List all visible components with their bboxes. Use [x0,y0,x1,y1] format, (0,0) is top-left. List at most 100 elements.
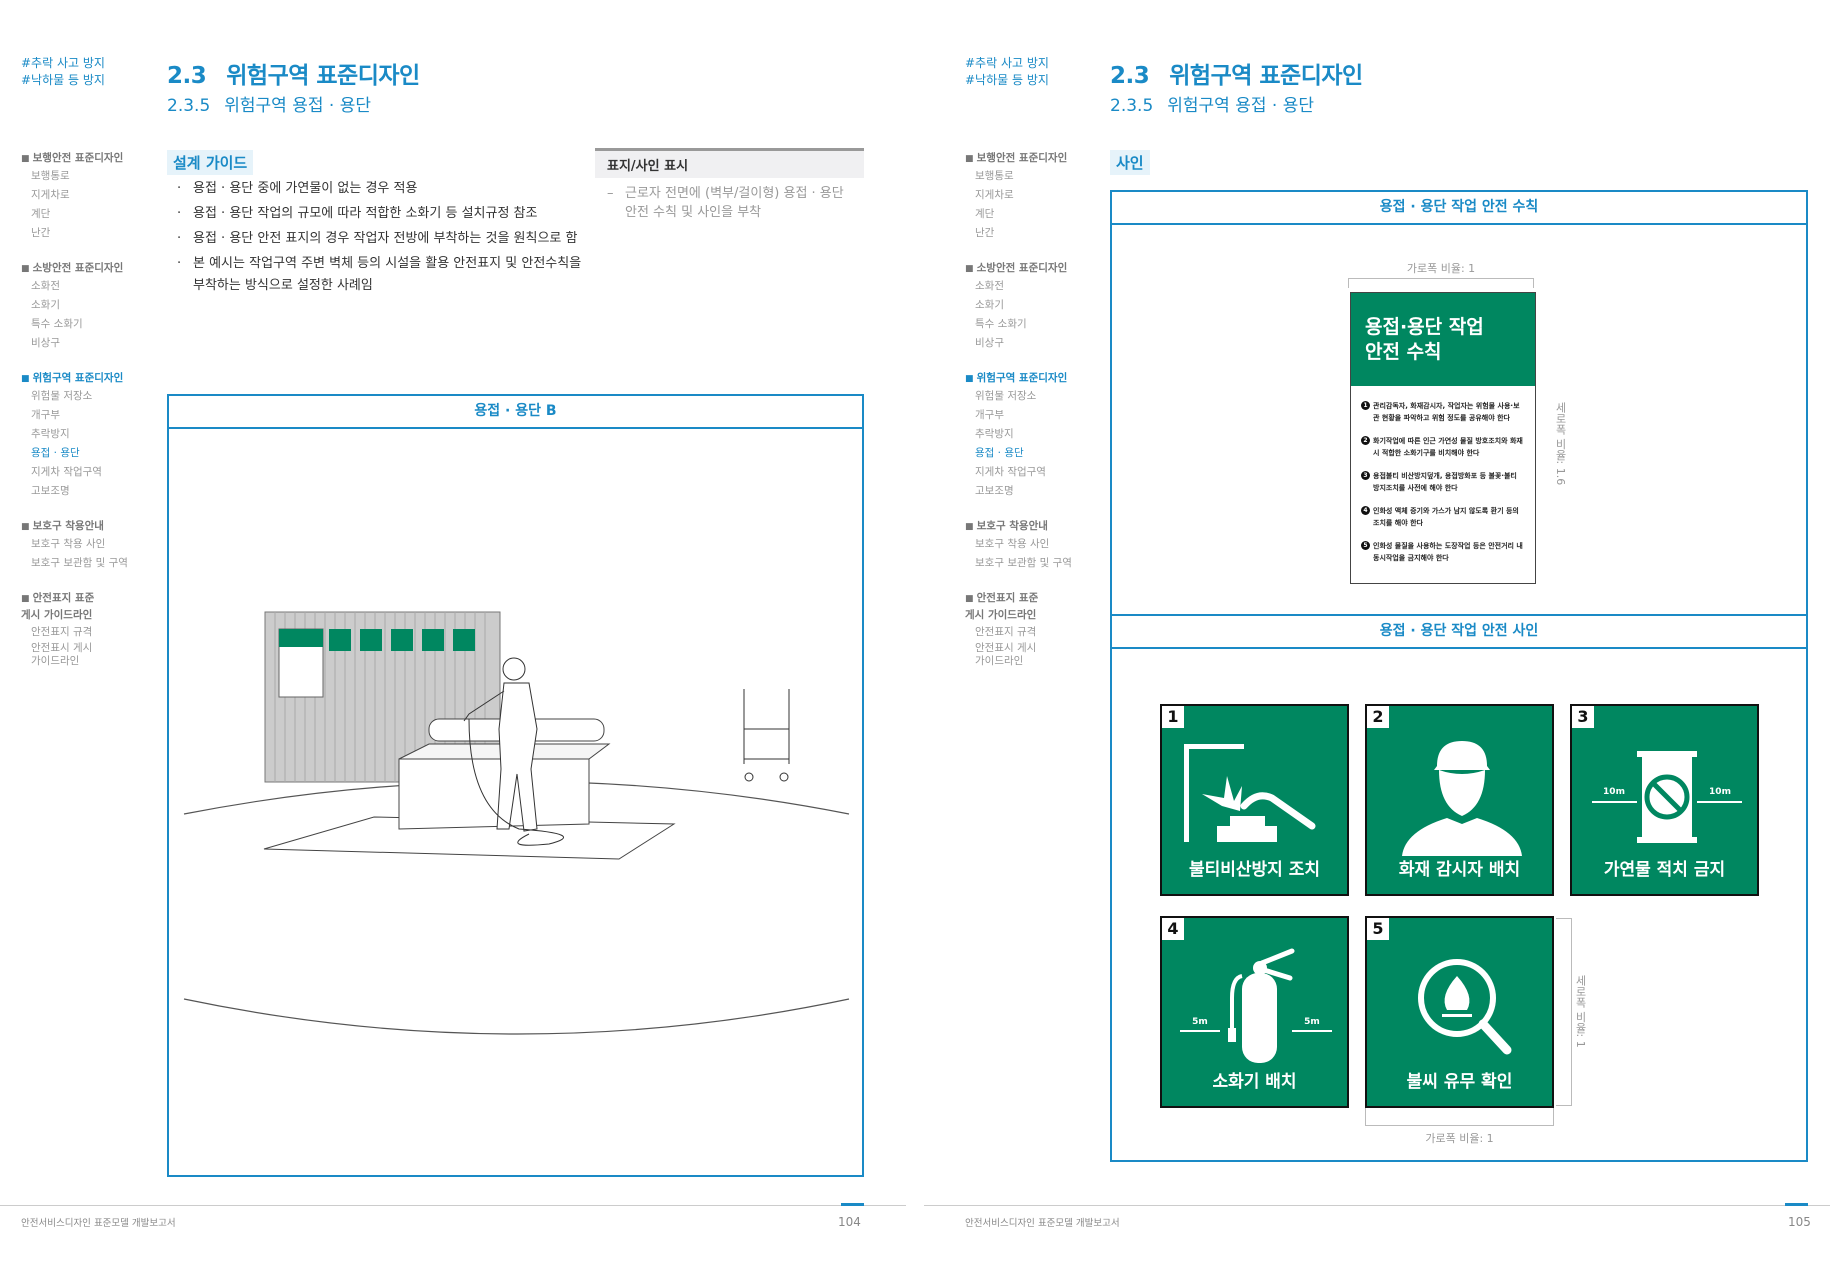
rule-text: 용접불티 비산방지덮개, 용접방화포 등 불꽃·불티 방지조치를 사전에 해야 … [1373,472,1517,492]
sidebar-group[interactable]: 위험구역 표준디자인 [965,370,1095,387]
sidebar-item[interactable]: 안전표지 규격 [31,626,93,638]
sidebar-item[interactable]: 추락방지 [31,428,70,440]
footer-doc-title: 안전서비스디자인 표준모델 개발보고서 [21,1218,176,1229]
sidebar-item[interactable]: 고보조명 [31,485,70,497]
sidebar-group[interactable]: 보행안전 표준디자인 [21,150,151,167]
bullet: 용접 · 용단 안전 표지의 경우 작업자 전방에 부착하는 것을 원칙으로 함 [167,226,592,251]
rule-text: 인화성 액체 증기와 가스가 남지 않도록 환기 등의 조치를 해야 한다 [1373,507,1519,527]
footer-divider [924,1205,1830,1206]
sidebar-item[interactable]: 위험물 저장소 [975,390,1037,402]
sidebar-group[interactable]: 보행안전 표준디자인 [965,150,1095,167]
sign-number: 5 [1367,918,1389,940]
sidebar-item[interactable]: 안전표지 규격 [975,626,1037,638]
sidebar-item[interactable]: 안전표시 게시 가이드라인 [975,642,1037,667]
page-marker [1785,1203,1808,1206]
sidebar-item[interactable]: 위험물 저장소 [31,390,93,402]
sidebar-item[interactable]: 소화전 [31,280,60,292]
sidebar-item[interactable]: 용접 · 용단 [975,447,1024,459]
footer-doc-title: 안전서비스디자인 표준모델 개발보고서 [965,1218,1120,1229]
tag: #추락 사고 방지 [965,56,1049,70]
sidebar-item[interactable]: 비상구 [31,337,60,349]
section-number: 2.3 [1110,63,1150,89]
sidebar-item[interactable]: 보행통로 [975,170,1014,182]
page-marker [841,1203,864,1206]
wall [264,611,501,783]
welding-scene-illustration [183,611,850,1035]
rule-text: 관리감독자, 화재감시자, 작업자는 위험물 사용·보관 현황을 파악하고 위험… [1373,402,1520,422]
bullet: 용접 · 용단 작업의 규모에 따라 적합한 소화기 등 설치규정 참조 [167,201,592,226]
section-title: 위험구역 표준디자인 [226,63,420,89]
sidebar-item[interactable]: 지게차 작업구역 [975,466,1046,478]
sidebar-item[interactable]: 보호구 착용 사인 [975,538,1050,550]
sidebar-item[interactable]: 계단 [975,208,995,220]
bullet: 용접 · 용단 중에 가연물이 없는 경우 적용 [167,176,592,201]
sidebar-group[interactable]: 보호구 착용안내 [21,518,151,535]
sidebar-item[interactable]: 난간 [31,227,51,239]
sidebar-item[interactable]: 특수 소화기 [31,318,83,330]
sidebar-group[interactable]: 안전표지 표준 게시 가이드라인 [965,590,1095,623]
width-ratio: 가로폭 비율: 1 [1406,262,1476,275]
sidebar-item[interactable]: 고보조명 [975,485,1014,497]
sidebar-group[interactable]: 소방안전 표준디자인 [21,260,151,277]
fire-search-icon [1418,959,1512,1055]
sidebar-item[interactable]: 보호구 보관함 및 구역 [975,557,1072,569]
signs-title: 용접 · 용단 작업 안전 사인 [1112,616,1806,649]
sidebar-group[interactable]: 보호구 착용안내 [965,518,1095,535]
sign-number: 4 [1162,918,1184,940]
sidebar-item[interactable]: 보호구 보관함 및 구역 [31,557,128,569]
sidebar-item[interactable]: 개구부 [975,409,1004,421]
sign-label: 불씨 유무 확인 [1406,1072,1513,1092]
sidebar-item[interactable]: 안전표시 게시 가이드라인 [31,642,93,667]
sidebar-item[interactable]: 지게차로 [975,189,1014,201]
diagram-box: 용접 · 용단 B [167,394,864,1177]
sidebar-item[interactable]: 보호구 착용 사인 [31,538,106,550]
sign-number: 2 [1367,706,1389,728]
bullet: 본 예시는 작업구역 주변 벽체 등의 시설을 활용 안전표지 및 안전수칙을 … [167,253,592,297]
rule-number-icon: 2 [1361,436,1370,445]
height-ratio: 세로폭 비율: 1.6 [1554,402,1567,486]
sign-label: 불티비산방지 조치 [1188,860,1321,880]
sign-label: 소화기 배치 [1212,1072,1297,1092]
page-number: 105 [1788,1215,1811,1229]
sidebar-item[interactable]: 보행통로 [31,170,70,182]
subsection-number: 2.3.5 [1110,96,1154,116]
sidebar-item[interactable]: 용접 · 용단 [31,447,80,459]
sidebar-item[interactable]: 추락방지 [975,428,1014,440]
sidebar-item[interactable]: 지게차로 [31,189,70,201]
sidebar-item[interactable]: 소화기 [975,299,1004,311]
rule-text: 화기작업에 따른 인근 가연성 물질 방호조치와 화재 시 적합한 소화기구를 … [1373,437,1523,457]
sidebar-item[interactable]: 난간 [975,227,995,239]
sidebar-item[interactable]: 소화기 [31,299,60,311]
sidebar-item[interactable]: 개구부 [31,409,60,421]
subsection-title: 위험구역 용접 · 용단 [1167,96,1315,116]
rule-number-icon: 3 [1361,471,1370,480]
sidebar-group[interactable]: 소방안전 표준디자인 [965,260,1095,277]
guide-bullets: 용접 · 용단 중에 가연물이 없는 경우 적용 용접 · 용단 작업의 규모에… [167,176,592,297]
sidebar-item[interactable]: 지게차 작업구역 [31,466,102,478]
footer-divider [0,1205,906,1206]
guide-label: 설계 가이드 [167,150,254,175]
sidebar-item[interactable]: 비상구 [975,337,1004,349]
height-ratio: 세로폭 비율: 1 [1574,975,1587,1048]
tags: #추락 사고 방지 #낙하물 등 방지 [965,55,1049,89]
width-ratio: 가로폭 비율: 1 [1425,1132,1494,1145]
sidebar-group[interactable]: 안전표지 표준 게시 가이드라인 [21,590,151,623]
distance-label: 10m [1709,787,1731,797]
sidebar-nav: 보행안전 표준디자인보행통로지게차로계단난간소방안전 표준디자인소화전소화기특수… [21,150,151,668]
page-number: 104 [838,1215,861,1229]
tag: #낙하물 등 방지 [965,73,1049,87]
sidebar-item[interactable]: 계단 [31,208,51,220]
rule-text: 인화성 물질을 사용하는 도장작업 등은 안전거리 내 동시작업을 금지해야 한… [1373,542,1523,562]
sign-label: 사인 [1110,150,1150,175]
sidebar-item[interactable]: 특수 소화기 [975,318,1027,330]
sidebar-item[interactable]: 소화전 [975,280,1004,292]
sidebar-group[interactable]: 위험구역 표준디자인 [21,370,151,387]
